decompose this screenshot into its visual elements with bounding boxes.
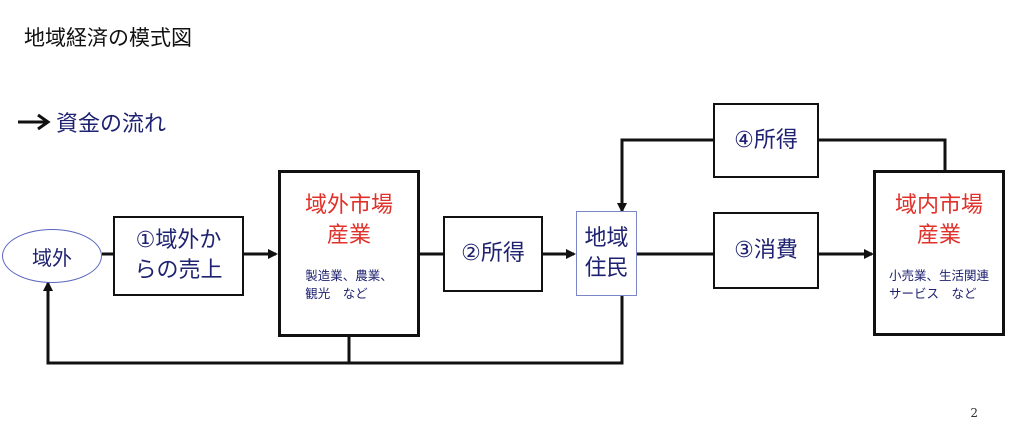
node-sales-line1: ①域外か [135, 228, 222, 253]
page-number: 2 [970, 406, 978, 420]
internal-market-examples-line1: 小売業、生活関連 [888, 268, 989, 283]
flow-income4-to-residents [617, 138, 713, 213]
node-income4: ④所得 [713, 103, 819, 178]
legend-label: 資金の流れ [56, 112, 167, 137]
node-outside-label: 域外 [32, 245, 72, 270]
node-income2-label: ②所得 [461, 241, 525, 266]
external-market-examples-line2: 観光 など [305, 286, 368, 301]
legend: 資金の流れ [18, 106, 166, 138]
node-consumption: ③消費 [713, 212, 819, 289]
external-market-examples-line1: 製造業、農業、 [305, 268, 393, 283]
flow-bottom-loop-external [43, 281, 351, 365]
node-income2: ②所得 [443, 216, 543, 292]
node-sales-line2: らの売上 [134, 258, 223, 283]
page-title: 地域経済の模式図 [24, 26, 192, 50]
node-sales: ①域外か らの売上 [113, 216, 244, 296]
node-residents: 地域 住民 [576, 211, 637, 296]
external-market-title-line2: 産業 [326, 223, 371, 248]
internal-market-examples-line2: サービス など [888, 286, 977, 301]
node-residents-line2: 住民 [584, 255, 629, 281]
node-income4-label: ④所得 [734, 127, 798, 153]
node-external-market: 域外市場 産業 製造業、農業、 観光 など [278, 170, 420, 337]
internal-market-title-line2: 産業 [916, 223, 961, 248]
external-market-title-line1: 域外市場 [304, 193, 393, 218]
node-internal-market: 域内市場 産業 小売業、生活関連 サービス など [873, 170, 1005, 336]
arrow-icon [18, 113, 51, 131]
flow-internal-up-to-income4 [819, 138, 947, 170]
node-outside: 域外 [2, 229, 102, 283]
internal-market-title-line1: 域内市場 [894, 193, 983, 218]
node-consumption-label: ③消費 [734, 237, 798, 263]
node-residents-line1: 地域 [584, 225, 629, 251]
flow-bottom-loop-residents [349, 296, 624, 365]
